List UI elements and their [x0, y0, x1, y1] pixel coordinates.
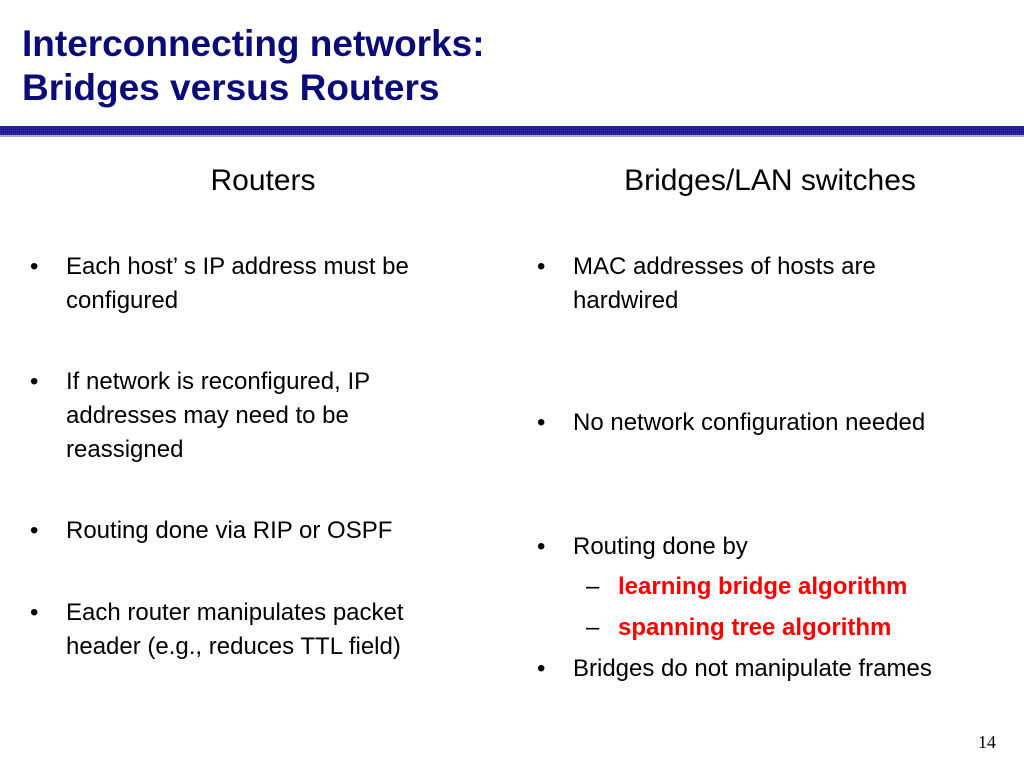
bullet-dot: • [537, 409, 546, 436]
bridges-heading: Bridges/LAN switches [624, 164, 916, 197]
left-bullet-3-line-1: Routing done via RIP or OSPF [66, 517, 393, 544]
right-bullet-1-line-2: hardwired [573, 287, 679, 314]
slide-title: Interconnecting networks: Bridges versus… [22, 22, 485, 110]
routers-heading: Routers [210, 164, 316, 197]
bullet-dot: • [537, 533, 546, 560]
sub-bullet-2-text: spanning tree algorithm [618, 614, 892, 641]
left-bullet-4-line-2: header (e.g., reduces TTL field) [66, 633, 401, 660]
left-bullet-2-line-1: If network is reconfigured, IP [66, 368, 371, 395]
title-divider-shadow [0, 135, 1024, 137]
right-bullet-1-line-1: MAC addresses of hosts are [573, 253, 876, 280]
left-bullet-1-line-1: Each host’ s IP address must be [66, 253, 409, 280]
left-bullet-1-line-2: configured [66, 287, 179, 314]
right-bullet-4-line-1: Bridges do not manipulate frames [573, 655, 932, 682]
left-bullet-2-line-3: reassigned [66, 436, 184, 463]
bullet-dot: • [30, 599, 39, 626]
bullet-dot: • [30, 517, 39, 544]
right-bullet-3-line-1: Routing done by [573, 533, 748, 560]
left-bullet-4-line-1: Each router manipulates packet [66, 599, 404, 626]
bullet-dot: • [537, 253, 546, 280]
title-line-1: Interconnecting networks: [22, 23, 485, 64]
title-divider [0, 126, 1024, 135]
bullet-dot: • [30, 368, 39, 395]
bullet-dot: • [537, 655, 546, 682]
title-line-2: Bridges versus Routers [22, 67, 440, 108]
bullet-dot: • [30, 253, 39, 280]
dash-glyph: – [586, 573, 600, 600]
dash-glyph: – [586, 614, 600, 641]
page-number: 14 [978, 732, 996, 752]
sub-bullet-1-text: learning bridge algorithm [618, 573, 908, 600]
right-bullet-2-line-1: No network configuration needed [573, 409, 926, 436]
left-bullet-2-line-2: addresses may need to be [66, 402, 349, 429]
